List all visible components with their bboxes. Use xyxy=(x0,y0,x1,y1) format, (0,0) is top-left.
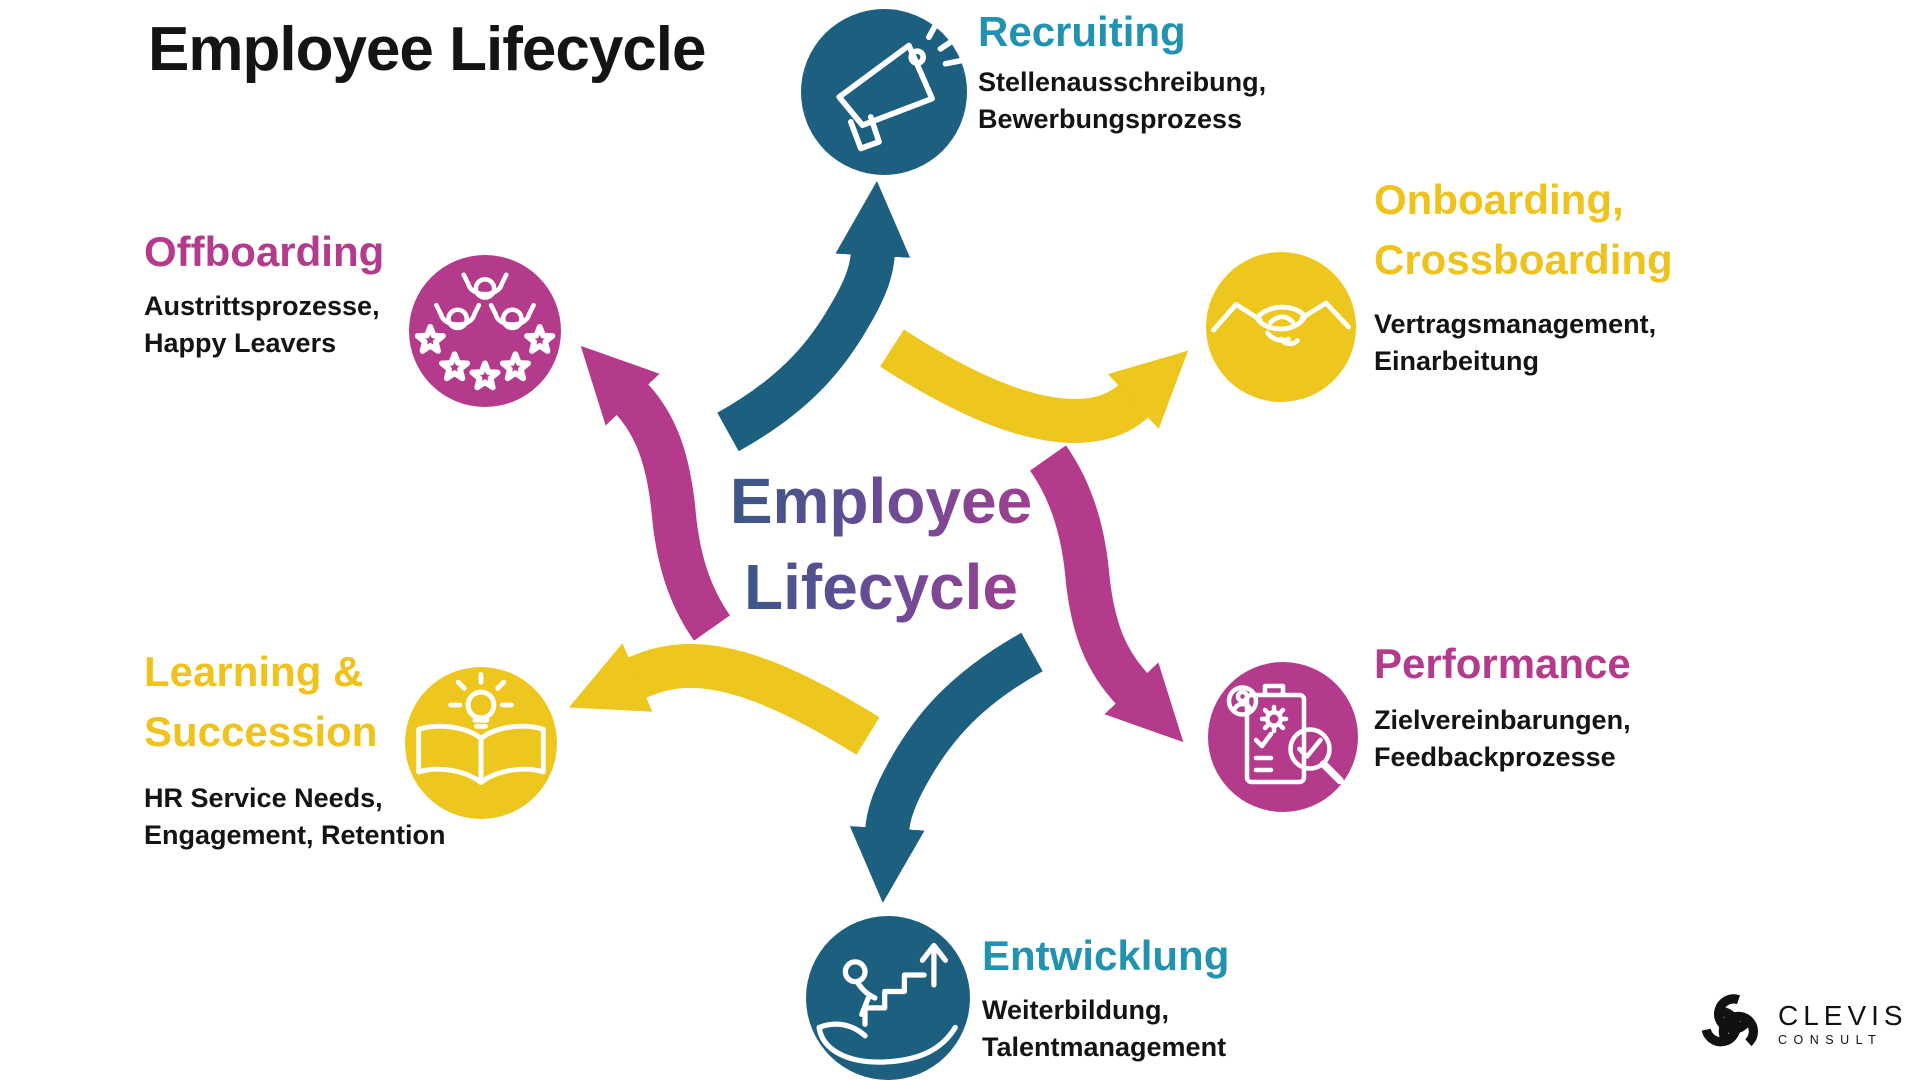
offboarding-subtitle: Austrittsprozesse, Happy Leavers xyxy=(144,291,380,358)
onboarding-circle xyxy=(1206,252,1356,402)
onboarding-title: Onboarding, Crossboarding xyxy=(1374,176,1673,283)
performance-circle xyxy=(1208,662,1358,812)
learning-title: Learning & Succession xyxy=(144,648,378,755)
learning-circle xyxy=(405,667,557,819)
offboarding-text: Offboarding Austrittsprozesse, Happy Lea… xyxy=(144,228,384,362)
entwicklung-title: Entwicklung xyxy=(982,932,1230,979)
entwicklung-subtitle: Weiterbildung, Talentmanagement xyxy=(982,995,1227,1062)
recruiting-subtitle: Stellenausschreibung, Bewerbungsprozess xyxy=(978,67,1267,134)
logo-subname: CONSULT xyxy=(1778,1033,1883,1047)
trefoil-knot-icon xyxy=(1701,994,1759,1052)
learning-subtitle: HR Service Needs, Engagement, Retention xyxy=(144,783,446,850)
logo-name: CLEVIS xyxy=(1778,1000,1908,1031)
handshake-icon xyxy=(1211,300,1351,347)
recruiting-title: Recruiting xyxy=(978,8,1186,55)
checklist-magnifier-icon xyxy=(1226,683,1344,785)
recruiting-text: Recruiting Stellenausschreibung, Bewerbu… xyxy=(978,8,1266,138)
onboarding-subtitle: Vertragsmanagement, Einarbeitung xyxy=(1374,309,1657,376)
arrow-to-offboarding xyxy=(580,345,731,641)
arrow-to-onboarding xyxy=(880,329,1189,443)
onboarding-text: Onboarding, Crossboarding Vertragsmanage… xyxy=(1374,170,1673,380)
offboarding-title: Offboarding xyxy=(144,228,385,275)
logo-text: CLEVIS CONSULT xyxy=(1778,1000,1908,1048)
center-title: Employee Lifecycle xyxy=(621,458,1141,630)
recruiting-circle xyxy=(801,9,967,175)
performance-title: Performance xyxy=(1374,640,1631,687)
book-lightbulb-icon xyxy=(416,672,546,785)
megaphone-icon xyxy=(836,19,965,152)
growth-support-icon xyxy=(816,942,958,1065)
center-title-line2: Lifecycle xyxy=(621,544,1141,630)
team-stars-icon xyxy=(418,272,553,388)
arrow-to-learning xyxy=(568,643,880,755)
learning-text: Learning & Succession HR Service Needs, … xyxy=(144,642,446,854)
clevis-logo: CLEVIS CONSULT xyxy=(1694,984,1908,1064)
performance-text: Performance Zielvereinbarungen, Feedback… xyxy=(1374,640,1631,776)
arrow-to-entwicklung xyxy=(849,632,1043,903)
arrow-to-recruiting xyxy=(717,181,911,452)
arrow-to-performance xyxy=(1029,445,1184,743)
center-title-line1: Employee xyxy=(621,458,1141,544)
offboarding-circle xyxy=(409,255,561,407)
page-title: Employee Lifecycle xyxy=(148,15,706,84)
performance-subtitle: Zielvereinbarungen, Feedbackprozesse xyxy=(1374,705,1631,772)
entwicklung-text: Entwicklung Weiterbildung, Talentmanagem… xyxy=(982,932,1229,1066)
entwicklung-circle xyxy=(806,916,970,1080)
